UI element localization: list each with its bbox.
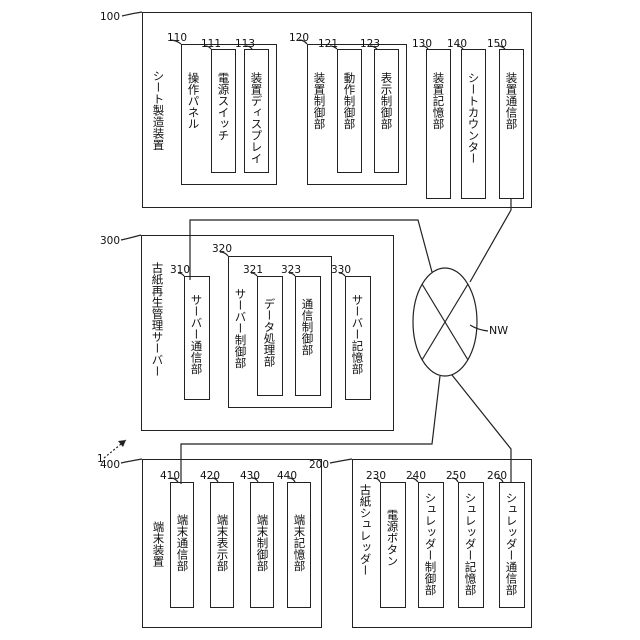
terminal-comm-label: 端末通信部 [176,514,188,572]
nw-leader-line [470,325,488,331]
server-storage-ref: 330 [331,265,351,276]
device-comm-ref: 150 [487,39,507,50]
ref-400-leader [121,459,142,463]
device-storage-ref: 130 [412,39,432,50]
shredder-ref: 200 [309,460,329,471]
power-switch-label: 電源スイッチ [217,72,229,141]
ref-200-leader [330,459,352,463]
power-switch-ref: 111 [201,39,221,50]
sheet-counter-ref: 140 [447,39,467,50]
shredder-comm-ref: 260 [487,471,507,482]
shredder-control-label: シュレッダー制御部 [424,492,436,596]
operation-control-ref: 121 [318,39,338,50]
device-display-ref: 113 [235,39,255,50]
display-control-label: 表示制御部 [380,72,392,130]
operation-panel-label: 操作パネル [187,72,199,130]
system-arrowhead-icon [118,440,126,447]
shredder-comm-label: シュレッダー通信部 [505,492,517,596]
server-control-ref: 320 [212,244,232,255]
sheet-counter-label: シートカウンター [467,72,479,164]
sheet-device-ref: 100 [100,12,120,23]
device-comm-label: 装置通信部 [505,72,517,130]
link-device-nw [470,199,511,282]
server-comm-label: サーバー通信部 [190,294,202,375]
display-control-ref: 123 [360,39,380,50]
device-display-label: 装置ディスプレイ [250,72,262,164]
shredder-control-ref: 240 [406,471,426,482]
data-processing-ref: 321 [243,265,263,276]
operation-control-label: 動作制御部 [343,72,355,130]
terminal-control-label: 端末制御部 [256,514,268,572]
terminal-control-ref: 430 [240,471,260,482]
server-storage-label: サーバー記憶部 [351,294,363,375]
power-button-label: 電源ボタン [386,509,398,567]
shredder-storage-ref: 250 [446,471,466,482]
ref-100-leader [122,12,142,16]
data-processing-label: データ処理部 [263,298,275,367]
server-ref: 300 [100,236,120,247]
terminal-display-ref: 420 [200,471,220,482]
terminal-ref: 400 [100,460,120,471]
comm-control-label: 通信制御部 [301,298,313,356]
comm-control-ref: 323 [281,265,301,276]
ref-300-leader [121,235,141,240]
operation-panel-ref: 110 [167,33,187,44]
sheet-device-title: シート製造装置 [152,70,164,151]
device-control-group-ref: 120 [289,33,309,44]
device-storage-label: 装置記憶部 [432,72,444,130]
terminal-title: 端末装置 [152,521,164,567]
server-comm-ref: 310 [170,265,190,276]
shredder-title: 古紙シュレッダー [359,484,371,576]
server-control-label: サーバー制御部 [234,288,246,369]
network-label: NW [489,325,508,336]
server-title: 古紙再生管理サーバー [151,262,163,377]
terminal-storage-ref: 440 [277,471,297,482]
terminal-comm-ref: 410 [160,471,180,482]
terminal-display-label: 端末表示部 [216,514,228,572]
device-control-group-label: 装置制御部 [313,72,325,130]
power-button-ref: 230 [366,471,386,482]
terminal-storage-label: 端末記憶部 [293,514,305,572]
shredder-storage-label: シュレッダー記憶部 [464,492,476,596]
